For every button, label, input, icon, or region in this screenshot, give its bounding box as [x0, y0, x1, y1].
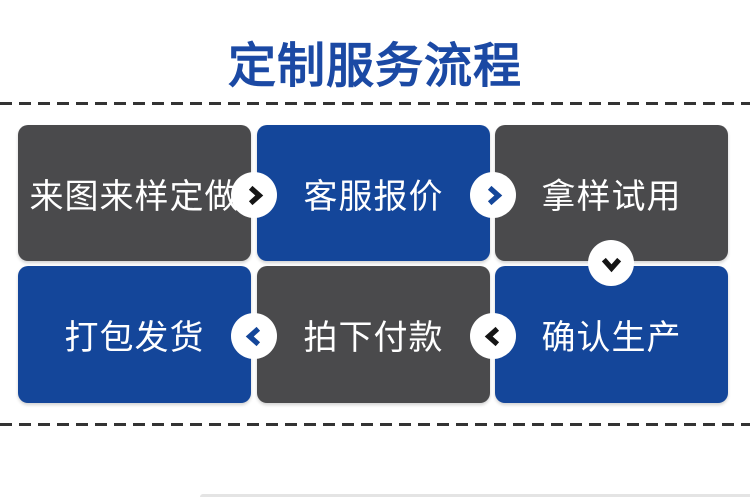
dashed-divider-top — [0, 102, 750, 105]
flow-step-ship: 打包发货 — [18, 266, 251, 403]
flow-step-payment: 拍下付款 — [257, 266, 490, 403]
chevron-down-icon — [601, 257, 621, 272]
flow-step-label: 来图来样定做 — [29, 176, 240, 217]
flow-step-label: 拍下付款 — [303, 318, 444, 358]
flow-step-label: 打包发货 — [64, 318, 205, 358]
dashed-divider-bottom — [0, 423, 750, 426]
flow-step-label: 拿样试用 — [541, 176, 682, 217]
flow-step-custom-sample: 来图来样定做 — [18, 125, 251, 261]
chevron-right-icon — [487, 185, 502, 205]
flow-arrow-2 — [470, 172, 516, 218]
chevron-left-icon — [245, 326, 260, 346]
chevron-right-icon — [248, 185, 263, 205]
flow-step-label: 确认生产 — [541, 318, 682, 358]
flow-arrow-4 — [470, 313, 516, 359]
flow-step-confirm-production: 确认生产 — [495, 266, 728, 403]
flow-arrow-3 — [588, 240, 634, 286]
chevron-left-icon — [484, 326, 499, 346]
flow-step-trial-sample: 拿样试用 — [495, 125, 728, 261]
flow-arrow-1 — [231, 172, 277, 218]
next-section-edge — [200, 494, 750, 497]
flow-step-label: 客服报价 — [303, 176, 444, 217]
flow-step-quote: 客服报价 — [257, 125, 490, 261]
flow-arrow-5 — [231, 313, 277, 359]
page-title: 定制服务流程 — [227, 38, 522, 94]
